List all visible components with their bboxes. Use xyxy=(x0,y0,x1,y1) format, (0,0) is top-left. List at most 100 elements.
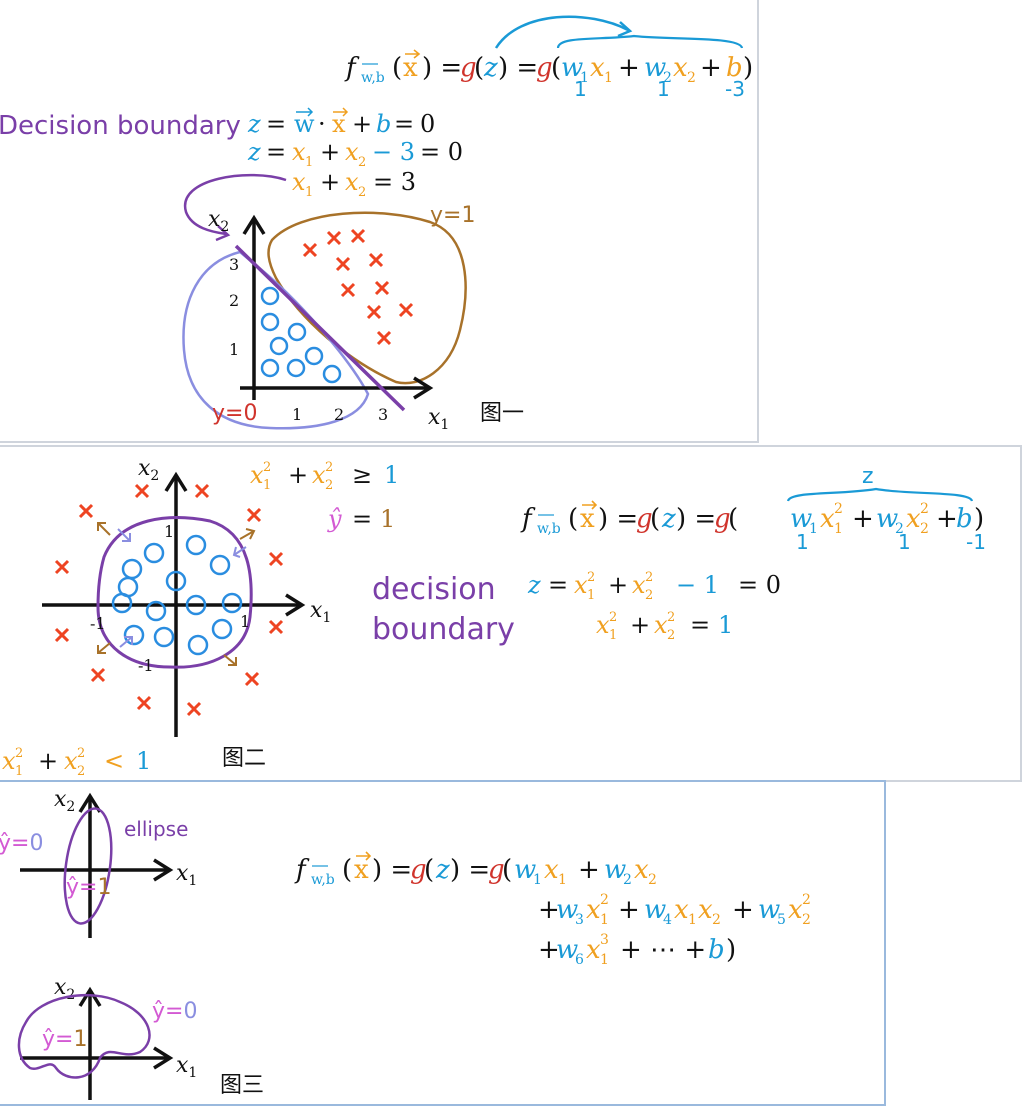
svg-text:(: ( xyxy=(392,53,402,83)
circle-marker xyxy=(260,358,280,378)
negative-samples xyxy=(260,286,342,384)
svg-text:1: 1 xyxy=(263,478,271,493)
svg-text:): ) xyxy=(726,935,736,965)
svg-text:f: f xyxy=(520,504,536,534)
tick-x-1: 1 xyxy=(240,612,250,631)
brace-icon xyxy=(556,34,744,49)
svg-text:z: z xyxy=(527,571,541,599)
svg-text:− 3: − 3 xyxy=(372,138,415,166)
yhat-1-label: ŷ=1 xyxy=(66,875,111,900)
svg-text:+: + xyxy=(352,110,372,138)
svg-text:2: 2 xyxy=(325,478,333,493)
eq-inside: x 1 2 + x 2 2 < 1 xyxy=(2,746,151,779)
figure-3-label: 图三 xyxy=(220,1073,264,1098)
eq-outside: x 1 2 + x 2 2 ≥ 1 xyxy=(250,460,399,493)
cross-marker xyxy=(376,330,392,346)
svg-text:+: + xyxy=(320,168,340,196)
figure-1-label: 图一 xyxy=(480,401,524,426)
curved-arrow-icon xyxy=(494,15,629,49)
svg-text:1: 1 xyxy=(834,521,843,537)
cross-marker xyxy=(374,280,390,296)
svg-text:g: g xyxy=(536,53,553,83)
svg-text:g: g xyxy=(488,855,505,885)
svg-text:w: w xyxy=(514,855,536,885)
svg-text:0: 0 xyxy=(420,110,435,138)
svg-text:g: g xyxy=(460,53,477,83)
figure-2-canvas: x2 x1 1 1 -1 -1 x 1 2 + xyxy=(2,456,986,779)
svg-text:2: 2 xyxy=(920,521,929,537)
svg-text:x: x xyxy=(634,855,649,885)
svg-text:1: 1 xyxy=(688,912,697,928)
svg-text:2: 2 xyxy=(895,521,904,537)
cross-marker xyxy=(350,228,366,244)
svg-text:x: x xyxy=(332,110,346,138)
cross-marker xyxy=(340,282,356,298)
svg-text:) =: ) = xyxy=(422,53,462,83)
svg-text:+ ⋯ +: + ⋯ + xyxy=(620,935,706,965)
positive-samples xyxy=(302,228,414,346)
cross-marker xyxy=(335,256,351,272)
svg-text:1: 1 xyxy=(718,611,733,639)
svg-text:+: + xyxy=(700,53,722,83)
svg-text:+: + xyxy=(288,461,308,489)
svg-text:f: f xyxy=(344,53,360,83)
circle-marker xyxy=(322,364,342,384)
svg-text:=: = xyxy=(266,138,286,166)
svg-text:x: x xyxy=(250,461,264,489)
svg-text:b: b xyxy=(726,53,743,83)
eq3-line2: + w 3 x 1 2 + w 4 x 1 x 2 + w 5 x 2 2 xyxy=(538,892,811,928)
x2-axis-label: x2 xyxy=(208,207,229,235)
eq-z-vector: z = w · x + b = 0 xyxy=(247,107,435,138)
svg-text:x: x xyxy=(345,138,359,166)
eq2-model: f w,b ( x ) = g ( z ) = g ( w 1 x 1 2 + … xyxy=(520,501,984,537)
weight-w1: 1 xyxy=(796,530,809,554)
svg-text:w: w xyxy=(604,855,626,885)
ellipse-label: ellipse xyxy=(124,817,188,841)
svg-text:x: x xyxy=(64,747,78,775)
brace-icon xyxy=(786,487,974,502)
svg-text:=: = xyxy=(690,611,710,639)
svg-text:ŷ: ŷ xyxy=(327,505,342,533)
positive-samples xyxy=(54,483,284,717)
tick-y-neg1: -1 xyxy=(138,656,154,675)
svg-text:w: w xyxy=(876,504,898,534)
svg-text:≥: ≥ xyxy=(352,461,372,489)
svg-text:x: x xyxy=(586,895,601,925)
x2-axis-label: x2 xyxy=(138,456,159,484)
svg-text:): ) xyxy=(743,53,753,83)
tick-x-1: 1 xyxy=(292,405,302,424)
figure-1-canvas: f w,b ( x ) = g ( z ) = g ( w 1 x 1 + w … xyxy=(0,15,753,433)
svg-text:3: 3 xyxy=(575,912,584,928)
svg-text:+: + xyxy=(936,504,958,534)
svg-text:2: 2 xyxy=(920,501,929,517)
svg-text:z: z xyxy=(435,855,450,885)
svg-text:2: 2 xyxy=(15,746,23,761)
cross-marker xyxy=(326,230,342,246)
eq-z-sum: z = x 1 + x 2 − 3 = 0 xyxy=(247,138,463,170)
svg-text:w: w xyxy=(556,935,578,965)
svg-text:2: 2 xyxy=(645,588,653,603)
tick-y-1: 1 xyxy=(164,522,174,541)
svg-text:x: x xyxy=(2,747,16,775)
eq-circle: x 1 2 + x 2 2 = 1 xyxy=(596,610,733,643)
z-brace-label: z xyxy=(862,464,874,489)
svg-text:) =: ) = xyxy=(676,504,716,534)
svg-text:1: 1 xyxy=(305,155,313,170)
svg-text:+: + xyxy=(618,53,640,83)
svg-text:x: x xyxy=(590,53,605,83)
svg-text:x: x xyxy=(312,461,326,489)
inward-arrow-icons xyxy=(117,528,247,648)
svg-text:(: ( xyxy=(728,504,738,534)
svg-text:+: + xyxy=(618,895,640,925)
svg-text:1: 1 xyxy=(380,505,395,533)
figure-3-canvas: x2 x1 ellipse ŷ=0 ŷ=1 x2 x1 ŷ=0 ŷ=1 f w,… xyxy=(0,787,811,1100)
svg-text:+: + xyxy=(538,895,560,925)
svg-text:x: x xyxy=(574,571,588,599)
svg-text:= 3: = 3 xyxy=(373,168,416,196)
svg-text:2: 2 xyxy=(802,892,811,908)
svg-text:): ) xyxy=(974,504,984,534)
svg-text:) =: ) = xyxy=(598,504,638,534)
svg-text:w,b: w,b xyxy=(311,872,335,888)
tick-y-1: 1 xyxy=(229,340,239,359)
weight-w2: 1 xyxy=(898,530,911,554)
